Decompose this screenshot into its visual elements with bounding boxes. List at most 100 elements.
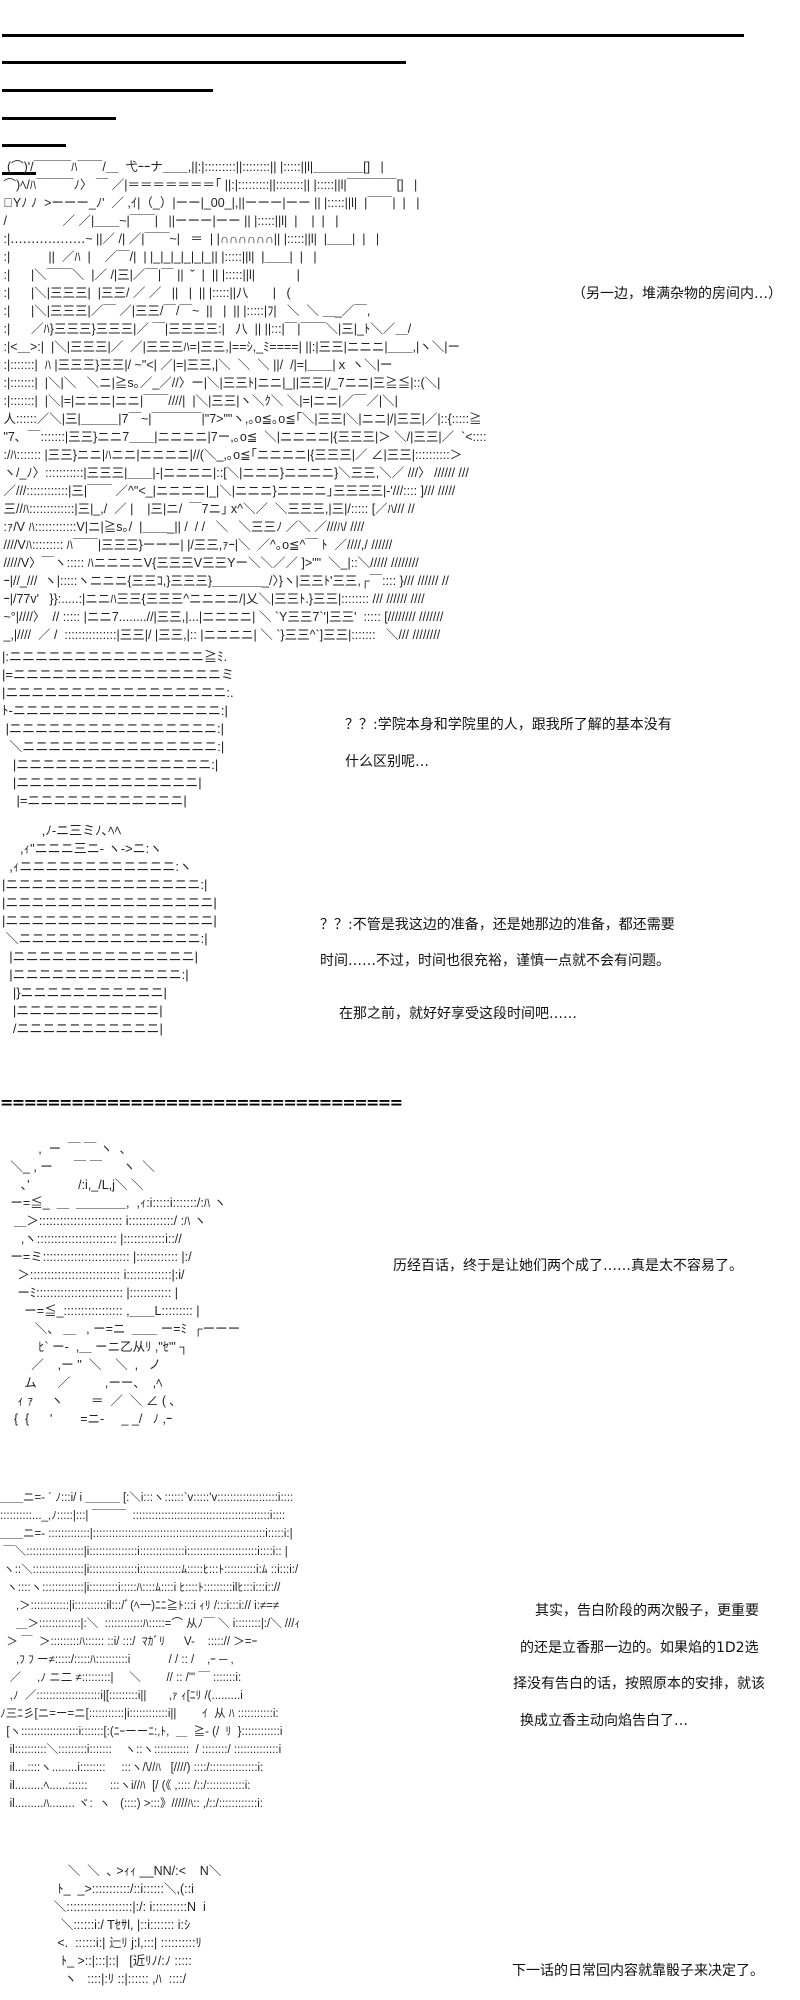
art-line: /////V〉￣ヽ::::: ﾊニニニニV{三三三V三三Yー＼＼／／ ]>"" … (0, 556, 419, 570)
art-line: ／ ,ー '' ＼ ＼ , ノ (0, 1358, 162, 1372)
art-line: ー=ミ::::::::::::::::::::::::: |::::::::::… (0, 1250, 192, 1264)
art-line: |ニニニニニニニニニニニニニニニニ| (2, 895, 217, 910)
divider-rule-1 (2, 34, 744, 37)
art-line: :| |＼|三三三| |三三/ ／ ／ || | || |:::::||八 | … (0, 286, 291, 300)
art-line: ム ／ ,ーー、 ,ﾍ (0, 1376, 163, 1390)
art-line: ｰ|/77v' }}:.....:|ニニﾊ三三{三三三^ニニニニ/|乂＼|三三ﾄ… (0, 592, 425, 606)
art-line: _,|//// ／ / :::::::::::::::|三三|/ |三三,|::… (0, 628, 441, 642)
art-line: ////Vﾊ::::::::: ﾊ￣￣|三三三}ーーー| |/三三,ｧｰ|＼ ／… (0, 538, 393, 552)
art-line: |ニニニニニニニニニニニニニニニ:| (2, 877, 208, 892)
art-line: ｨ ｧ ヽ ＝ ／ ＼ ∠ ( ､ (0, 1394, 176, 1408)
art-line: |ニニニニニニニニニニニニニニニニ:| (2, 721, 224, 736)
scene-ascii-art: ＿＿ニ=- ´ ﾉ:::i/ i ＿＿＿ [:＼i:::ヽ::::::`v:::… (0, 1488, 300, 1812)
art-line: / ／ ／|＿＿~|￣￣| ||ーーー|ーー || |:::::||l| | |… (0, 214, 339, 228)
art-line: 人::::::／＼|三|＿＿＿|7￣~|￣￣￣￣|"7>""ヽ,｡o≦｡o≦｢＼… (0, 412, 482, 426)
art-line: ヽ::::ヽ:::::::::::::|i:::::::::i:::::ﾊ:::… (0, 1582, 281, 1594)
comment-2-line-1: 其实，告白阶段的两次骰子，更重要 (535, 1603, 759, 1619)
art-line: ヽ::＼::::::::::::::::|i:::::::::::::::i::… (0, 1564, 299, 1576)
art-line: ＼、 ＿ , ー=ニ ＿＿ ー=ﾐ ┌ーーー (0, 1322, 241, 1336)
art-line: |ニニニニニニニニニニニニニニ| (2, 949, 198, 964)
art-line: |ニニニニニニニニニニニ| (2, 1003, 163, 1018)
section-separator: ================================== (0, 1093, 403, 1112)
art-line: , ー ￣ ￣ ヽ 、 (0, 1142, 132, 1156)
divider-rule-6 (2, 172, 36, 175)
art-line: ~°|////〉 // ::::: |ニニ7........//|三三,|...… (0, 610, 444, 624)
art-line: ｰ|//_/// ヽ|:::::ヽニニニ{三三ｺ,}三三三}＿＿＿＿_/〉}ヽ|… (0, 574, 449, 588)
comment-2-line-3: 择没有告白的话，按照原本的安排，就该 (513, 1676, 765, 1692)
art-line: /ニニニニニニニニニニニ| (2, 1021, 163, 1036)
art-line: ＼::::::i:/ Tｾｻl, |::i::::::: i:ｼ (40, 1918, 191, 1932)
art-line: ￣＼::::::::::::::::::|i:::::::::::::::i::… (0, 1546, 288, 1558)
comment-1: 历经百话，终于是让她们两个成了……真是太不容易了。 (393, 1258, 743, 1274)
art-line: ー=≦_ ＿ ＿＿＿＿, ,ｨ:i:::::i:::::::/:ﾊ ヽ (0, 1196, 227, 1210)
art-line: :ｧ/V ﾊ::::::::::::V|ニ|≧s｡/ |＿＿_|| / / / … (0, 520, 365, 534)
art-line: "7､ ￣:::::::|三三}ニニ7＿＿|ニニニニ|7ー,｡o≦ ＼|ニニニニ… (0, 430, 487, 444)
art-line: ／ ,ﾉ ニ二 ≠:::::::::| ＼ // :: /'" ￣ ::::::… (0, 1672, 242, 1684)
art-line: |:ニニニニニニニニニニニニニニニ≧ﾐ. (2, 649, 228, 664)
art-line: ,＞::::::::::::|i::::::::::il:::/ﾞ(ﾍ一)ﾆﾆ≧… (0, 1600, 280, 1612)
art-line: :| |＼|三三三|／￣ ／|三三/￣/￣~ || | || |:::::|ﾌ|… (0, 304, 371, 318)
room-caption: （另一边，堆满杂物的房间内…） (572, 286, 782, 302)
speech-2-line-3: 在那之前，就好好享受这段时间吧…… (339, 1006, 577, 1022)
speech-1-line-1: ？？:学院本身和学院里的人，跟我所了解的基本没有 (345, 717, 672, 733)
art-line: ,ｨ"ニニニ三ニ- ヽ->ニ:ヽ (2, 841, 163, 856)
face-ascii-art: ＼ ＼ ､ >ｨｨ __NN/:< N＼ ﾄ_ _>:::::::::::/::… (40, 1862, 221, 1988)
divider-rule-2 (2, 61, 406, 64)
head-ascii-art-1: |:ニニニニニニニニニニニニニニニ≧ﾐ.|=ニニニニニニニニニニニニニニニニミ|… (2, 648, 234, 810)
art-line: il.........ﾊ........ ヾ: ヽ (::::) >:::》//… (0, 1798, 263, 1810)
art-line: ＼:::::::::::::::::::|:/: i::::::::::N i (40, 1900, 206, 1914)
art-line: <. ::::::i:| 辷ﾘ j:l,:::| ::::::::::ﾘ (40, 1936, 202, 1950)
art-line: (⌒)'/￣￣￣ﾊ￣￣/＿ 弋ｰｰナ＿＿,||:|:::::::::||::::… (0, 160, 384, 174)
art-line: ::::::::::..._,ﾉ:::::|:::| ￣￣￣ :::::::::… (0, 1510, 286, 1522)
speech-1-line-2: 什么区别呢… (345, 754, 429, 770)
art-line: |}ニニニニニニニニニニニ| (2, 985, 167, 1000)
art-line: :/ﾊ::::::: |三三}ニニ|ﾊニニ|ニニニニ|//(＼_,｡o≦｢ニニニ… (0, 448, 463, 462)
art-line: ＿＿ニ=- ´ ﾉ:::i/ i ＿＿＿ [:＼i:::ヽ::::::`v:::… (0, 1492, 294, 1504)
art-line: ーﾐ::::::::::::::::::::::::: |:::::::::::… (0, 1286, 179, 1300)
art-line: :| || ／ﾊ | ／￣/| | |_|_|_|_|_|_|| |:::::|… (0, 250, 317, 264)
art-line: ＼ニニニニニニニニニニニニニニ:| (2, 931, 208, 946)
art-line: ＼ニニニニニニニニニニニニニニニ:| (2, 739, 225, 754)
comment-2-line-4: 换成立香主动向焰告白了… (520, 1713, 688, 1729)
art-line: ､' /:i,_/L,j＼ ＼ (0, 1178, 144, 1192)
art-line: ﾋ` ー- ,＿ ーニ乙从ﾘ ,"ｾ"' ┐ (0, 1340, 189, 1354)
art-line: ＿＿ニ=- :::::::::::::|::::::::::::::::::::… (0, 1528, 293, 1540)
art-line: :|:::::::| ﾊ |三三三}三三|/ ~"<| ／|=|三三,|＼ ＼ … (0, 358, 393, 372)
art-line: ,ﾌ ﾌ ー≠:::::/:::::ﾊ::::::::::i / / :: / … (0, 1654, 234, 1666)
art-line: ＞:::::::::::::::::::::::::: i:::::::::::… (0, 1268, 185, 1282)
art-line: [ヽ::::::::::::::::::i:::::::[:(ﾆｰーーﾆ:,ﾄ,… (0, 1726, 283, 1738)
art-line: ＞ ￣ ＞:::::::::ﾊ:::::: ::i/ :::/ ﾏｶﾞﾘ V- … (0, 1636, 258, 1648)
art-line: |ニニニニニニニニニニニニニニ| (2, 775, 202, 790)
art-line: |ニニニニニニニニニニニニニニニ:| (2, 757, 219, 772)
character-ascii-art: , ー ￣ ￣ ヽ 、 ＼_ , ー ￣ ￣ ヽ ＼ ､' /:i,_/L,j＼… (0, 1140, 240, 1428)
art-line: ﾄ-ニニニニニニニニニニニニニニニニ:| (2, 703, 228, 718)
comment-3: 下一话的日常回内容就靠骰子来决定了。 (512, 1963, 764, 1979)
art-line: ﾄ_ _>:::::::::::/::i::::::＼,(::i (40, 1882, 194, 1896)
art-line: il.........ﾍ......:::::: :::ヽi//ﾊ [/ (《 … (0, 1780, 251, 1792)
art-line: ヽ/_ﾉ〉:::::::::::|三三三|＿＿|-|ニニニニ|::[＼|ニニニ}… (0, 466, 469, 480)
room-ascii-art: (⌒)'/￣￣￣ﾊ￣￣/＿ 弋ｰｰナ＿＿,||:|:::::::::||::::… (0, 158, 486, 644)
art-line: :|<＿>:| |＼|三三三|／ ／|三三三ﾊ=|三三,|==ｼ,_ﾐ====|… (0, 340, 461, 354)
art-line: ,ｨニニニニニニニニニニニニ:ヽ (2, 859, 192, 874)
art-line: :|:::::::| |＼|=|ニニニ|ニニ|￣￣////| |＼|三三|ヽ＼ｸ… (0, 394, 398, 408)
divider-rule-3 (2, 89, 213, 92)
art-line: ヽ ::::|:ﾘ ::|:::::: ,ﾊ ::::/ (40, 1972, 187, 1986)
art-line: ,ﾉ ／::::::::::::::::::::i|[:::::::::i|| … (0, 1690, 243, 1702)
art-line: ＼ ＼ ､ >ｨｨ __NN/:< N＼ (40, 1864, 222, 1878)
art-line: ,ﾉ-ニ三ミﾉ､ﾍﾍ (2, 823, 122, 838)
art-line: ＿＞:::::::::::::::::::::::: i::::::::::::… (0, 1214, 207, 1228)
art-line: il....::::ヽ........i:::::::: :::ヽ/\//ﾊ [… (0, 1762, 264, 1774)
art-line: ／///::::::::::::|三|￣￣ ／^"<_|ニニニニ|_|＼|ニニニ… (0, 484, 456, 498)
art-line: :| |＼￣￣＼ |／ /|三|／￣|￣ || ˘ | || |:::::||l… (0, 268, 300, 282)
art-line: ⌒)ﾍ/ﾊ￣￣￣ﾉ〉 ￣ ／|＝＝＝＝＝＝＝｢ ||:|:::::::::||:… (0, 178, 418, 192)
art-line: :| ／ﾊ}三三三}三三三|／ ￣|三三三三:| 八 || ||:::|￣|￣￣… (0, 322, 412, 336)
art-line: ,ヽ::::::::::::::::::::::: |::::::::::::i… (0, 1232, 182, 1246)
art-line: |ニニニニニニニニニニニニニ:| (2, 967, 189, 982)
art-line: ﾄ_ >::|:::|::| [近ﾘﾉ/:ﾉ ::::: (40, 1954, 192, 1968)
art-line: ﾟYﾉ ﾉ >ーーー_ﾉ' ／ ,ｲ|（_）|ーー|_00_|,||ーーー|ーー… (0, 196, 420, 210)
art-line: il::::::::::＼:::::::::i::::::: ヽ::ヽ:::::… (0, 1744, 282, 1756)
speech-2-line-1: ？？:不管是我这边的准备，还是她那边的准备，都还需要 (320, 917, 675, 933)
art-line: |=ニニニニニニニニニニニニ| (2, 793, 187, 808)
divider-rule-4 (2, 117, 116, 120)
art-line: 三//ﾊ:::::::::::::|三|_,/ ／ | |三|ニ/ ￣7ニ｣ x… (0, 502, 415, 516)
